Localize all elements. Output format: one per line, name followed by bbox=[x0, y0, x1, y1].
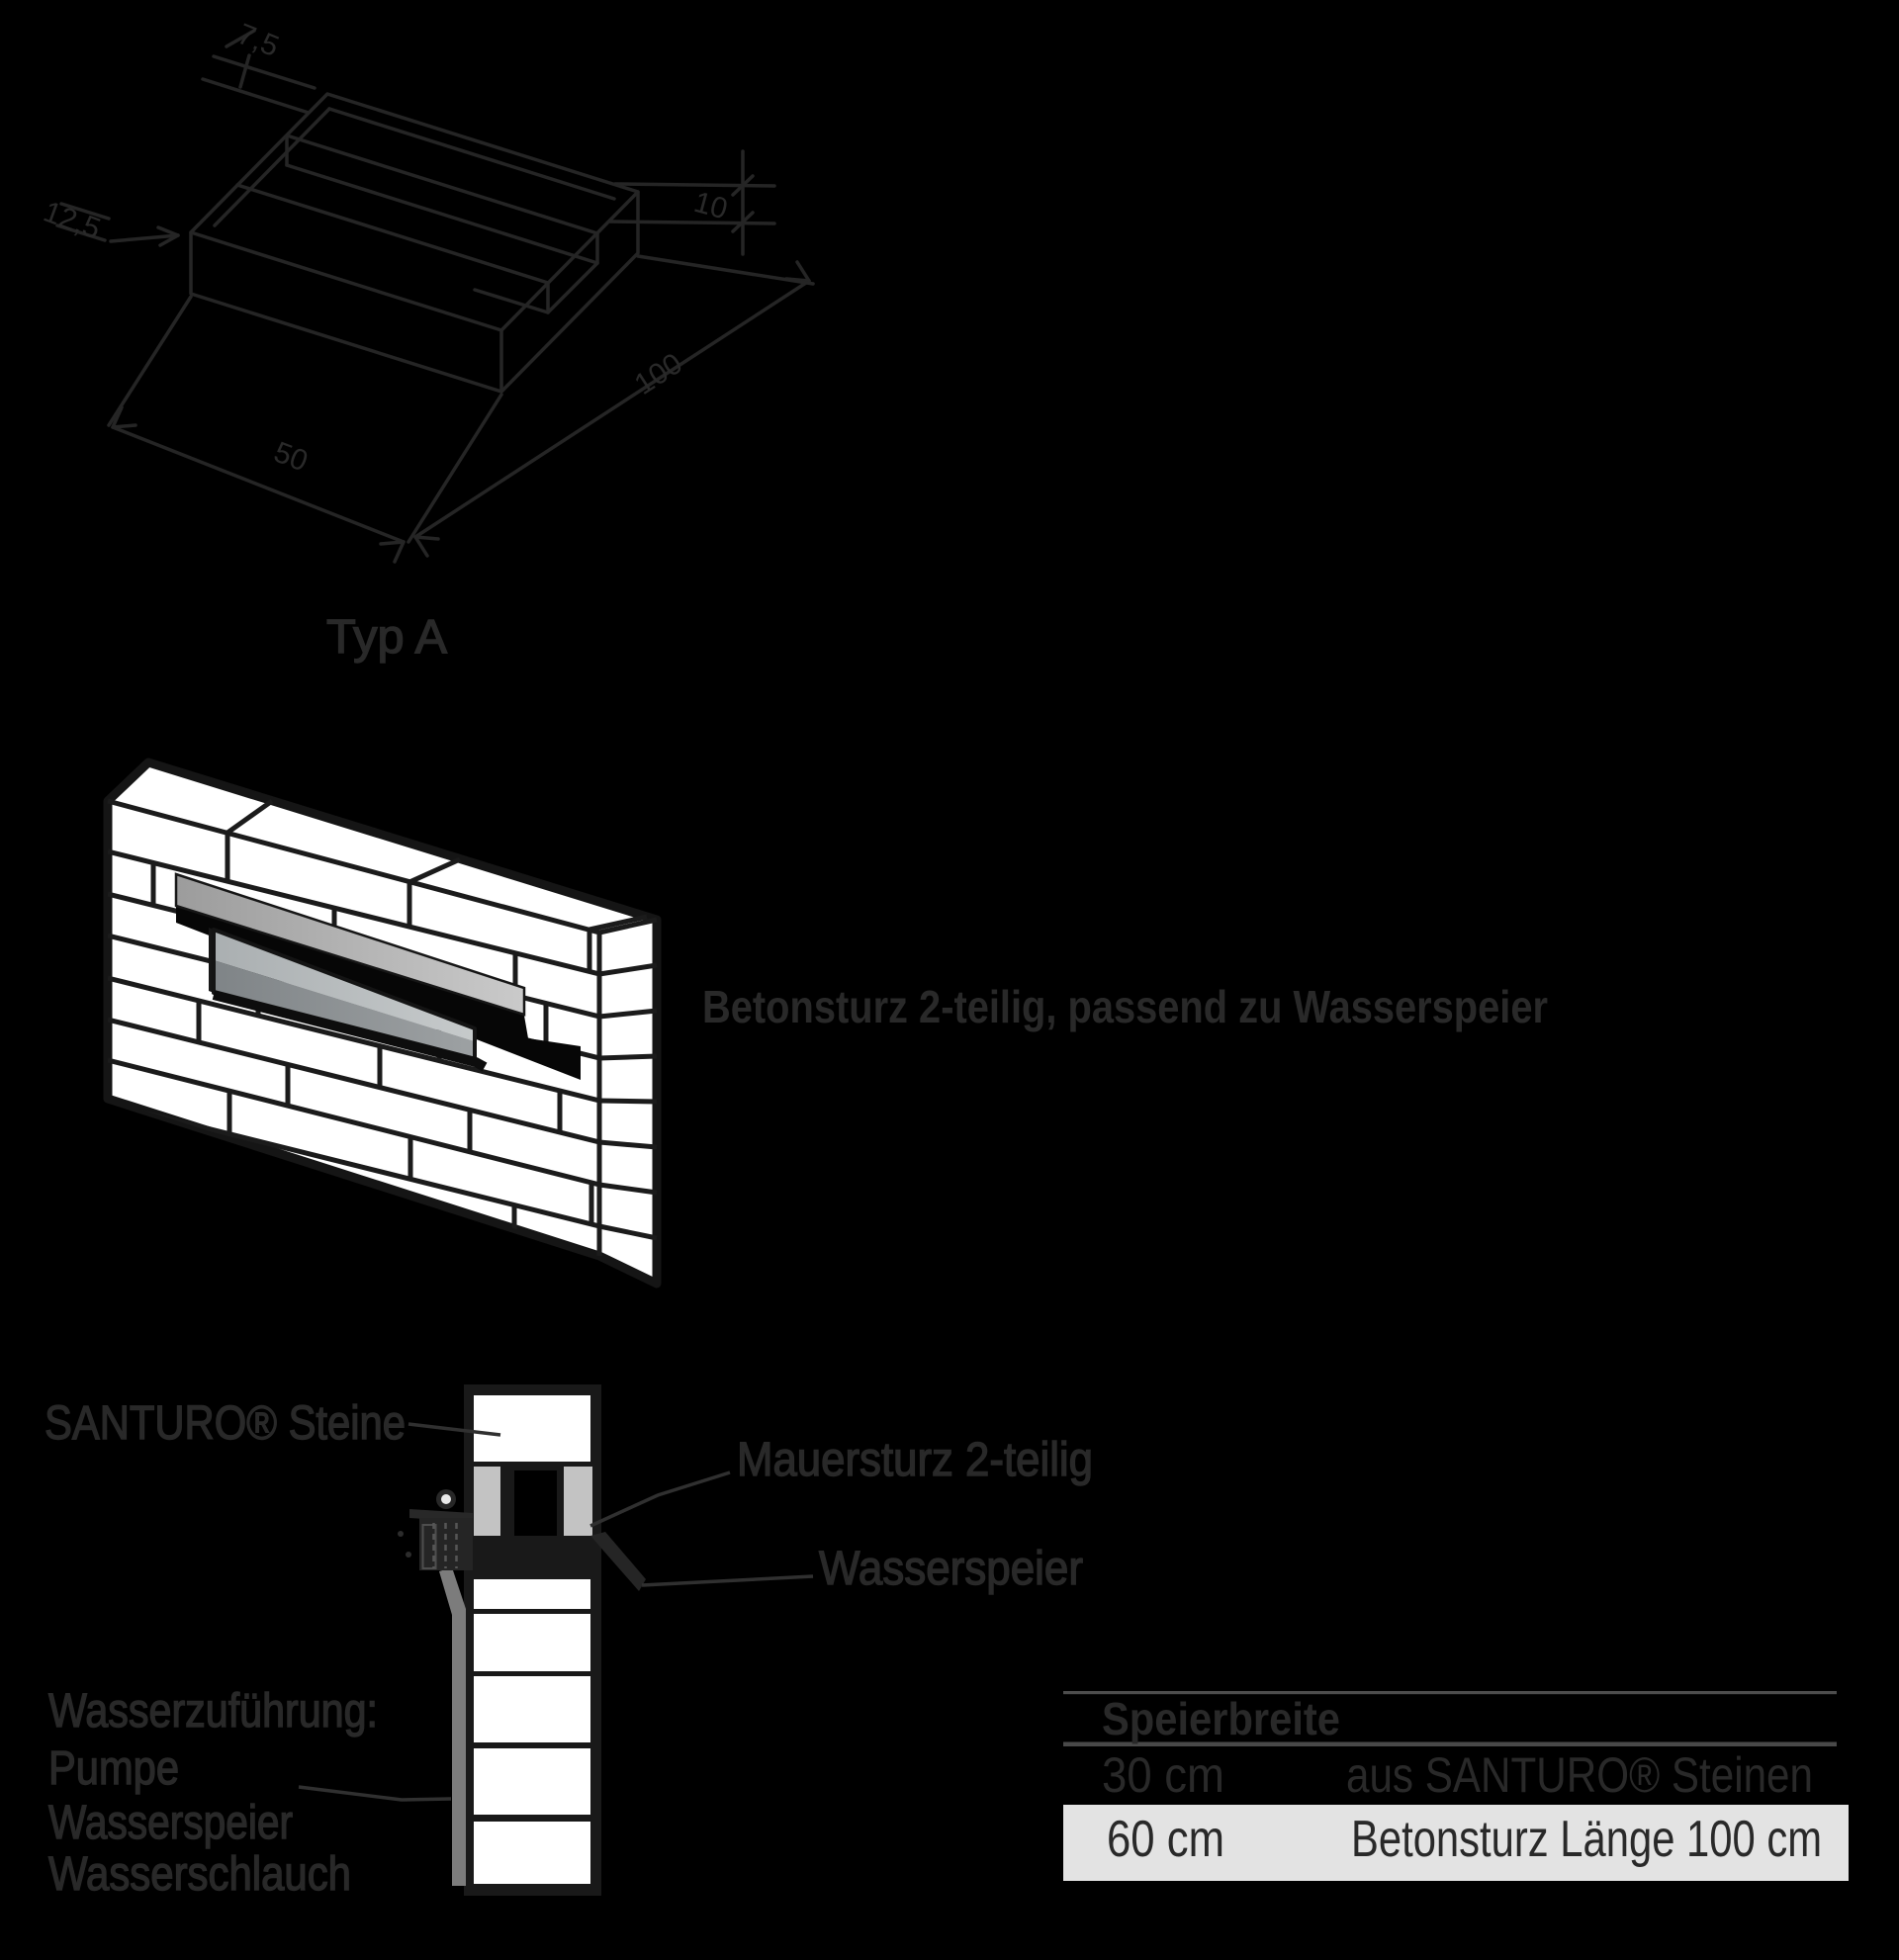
svg-text:30 cm: 30 cm bbox=[1102, 1747, 1224, 1803]
svg-text:SANTURO® Steine: SANTURO® Steine bbox=[45, 1397, 406, 1450]
svg-text:aus SANTURO® Steinen: aus SANTURO® Steinen bbox=[1346, 1747, 1813, 1803]
svg-text:7,5: 7,5 bbox=[232, 18, 283, 63]
svg-text:Betonsturz 2-teilig, passend z: Betonsturz 2-teilig, passend zu Wassersp… bbox=[702, 981, 1548, 1032]
svg-text:12,5: 12,5 bbox=[40, 196, 105, 246]
svg-text:Wasserzuführung:: Wasserzuführung: bbox=[48, 1685, 378, 1737]
svg-text:Betonsturz Länge 100 cm: Betonsturz Länge 100 cm bbox=[1351, 1811, 1822, 1868]
svg-text:60 cm: 60 cm bbox=[1107, 1811, 1224, 1868]
svg-text:10: 10 bbox=[690, 186, 731, 226]
svg-text:Wasserspeier: Wasserspeier bbox=[819, 1543, 1083, 1595]
svg-text:50: 50 bbox=[269, 436, 312, 479]
svg-text:Speierbreite: Speierbreite bbox=[1102, 1693, 1340, 1744]
svg-text:Wasserschlauch: Wasserschlauch bbox=[48, 1848, 351, 1901]
svg-text:Mauersturz 2-teilig: Mauersturz 2-teilig bbox=[737, 1434, 1093, 1486]
svg-text:Wasserspeier: Wasserspeier bbox=[48, 1797, 293, 1849]
svg-text:Pumpe: Pumpe bbox=[48, 1742, 179, 1795]
svg-text:Typ A: Typ A bbox=[326, 611, 447, 664]
